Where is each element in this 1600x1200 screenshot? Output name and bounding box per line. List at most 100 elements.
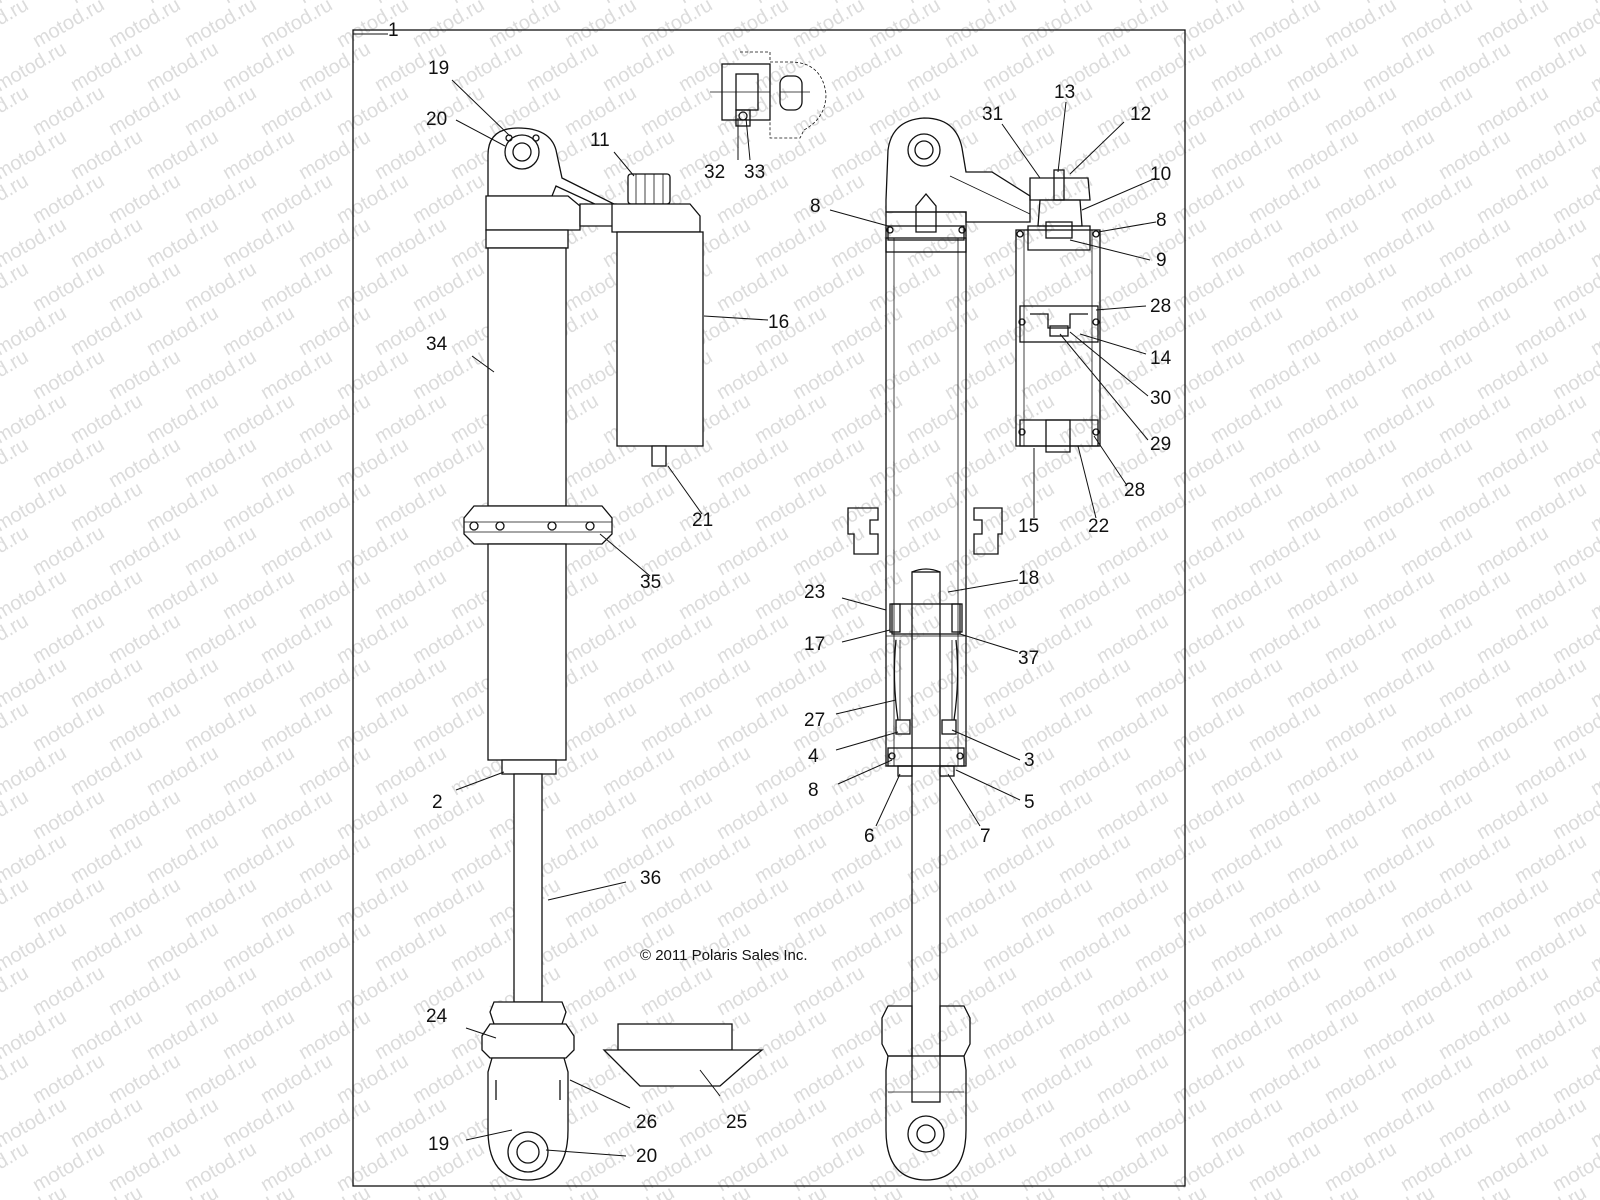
callout-2: 2 — [432, 792, 443, 813]
watermark-text: motod.ru — [1207, 742, 1286, 801]
watermark-text: motod.ru — [219, 126, 298, 185]
watermark-text: motod.ru — [1321, 1050, 1400, 1109]
watermark-text: motod.ru — [257, 610, 336, 669]
watermark-text: motod.ru — [1055, 566, 1134, 625]
watermark-text: motod.ru — [1359, 1094, 1438, 1153]
watermark-text: motod.ru — [751, 390, 830, 449]
watermark-text: motod.ru — [903, 1182, 982, 1200]
watermark-text: motod.ru — [67, 1094, 146, 1153]
watermark-text: motod.ru — [219, 302, 298, 361]
watermark-text: motod.ru — [599, 742, 678, 801]
watermark-text: motod.ru — [1321, 1138, 1400, 1197]
callout-23: 23 — [804, 582, 825, 603]
watermark-text: motod.ru — [0, 874, 32, 933]
watermark-text: motod.ru — [865, 786, 944, 845]
watermark-text: motod.ru — [143, 1094, 222, 1153]
watermark-text: motod.ru — [1435, 654, 1514, 713]
callout-4: 4 — [808, 746, 819, 767]
watermark-text: motod.ru — [599, 654, 678, 713]
watermark-text: motod.ru — [979, 830, 1058, 889]
watermark-text: motod.ru — [29, 82, 108, 141]
watermark-text: motod.ru — [1435, 1182, 1514, 1200]
watermark-text: motod.ru — [827, 1094, 906, 1153]
watermark-text: motod.ru — [181, 698, 260, 757]
watermark-text: motod.ru — [295, 566, 374, 625]
watermark-text: motod.ru — [1283, 1006, 1362, 1065]
watermark-text: motod.ru — [1587, 654, 1600, 713]
watermark-text: motod.ru — [181, 346, 260, 405]
watermark-text: motod.ru — [1131, 38, 1210, 97]
watermark-text: motod.ru — [1473, 698, 1552, 757]
watermark-text: motod.ru — [1207, 1182, 1286, 1200]
watermark-text: motod.ru — [523, 1182, 602, 1200]
watermark-text: motod.ru — [181, 434, 260, 493]
watermark-text: motod.ru — [675, 830, 754, 889]
watermark-text: motod.ru — [295, 214, 374, 273]
watermark-text: motod.ru — [409, 962, 488, 1021]
watermark-text: motod.ru — [333, 962, 412, 1021]
watermark-text: motod.ru — [903, 478, 982, 537]
watermark-text: motod.ru — [1321, 698, 1400, 757]
diagram-frame — [352, 29, 1186, 1187]
watermark-text: motod.ru — [903, 742, 982, 801]
watermark-text: motod.ru — [257, 434, 336, 493]
watermark-text: motod.ru — [0, 258, 32, 317]
watermark-text: motod.ru — [1169, 434, 1248, 493]
watermark-text: motod.ru — [1587, 390, 1600, 449]
watermark-text: motod.ru — [979, 302, 1058, 361]
watermark-text: motod.ru — [1435, 38, 1514, 97]
watermark-text: motod.ru — [1207, 126, 1286, 185]
watermark-text: motod.ru — [295, 742, 374, 801]
watermark-text: motod.ru — [865, 258, 944, 317]
watermark-text: motod.ru — [143, 390, 222, 449]
watermark-text: motod.ru — [1511, 38, 1590, 97]
watermark-text: motod.ru — [1359, 830, 1438, 889]
watermark-text: motod.ru — [181, 610, 260, 669]
watermark-text: motod.ru — [1359, 126, 1438, 185]
watermark-text: motod.ru — [1169, 170, 1248, 229]
watermark-text: motod.ru — [1587, 478, 1600, 537]
watermark-text: motod.ru — [1511, 830, 1590, 889]
watermark-text: motod.ru — [257, 962, 336, 1021]
watermark-text: motod.ru — [371, 214, 450, 273]
watermark-text: motod.ru — [1321, 170, 1400, 229]
watermark-text: motod.ru — [371, 478, 450, 537]
watermark-text: motod.ru — [1131, 654, 1210, 713]
watermark-text: motod.ru — [67, 214, 146, 273]
watermark-text: motod.ru — [1169, 698, 1248, 757]
watermark-text: motod.ru — [1283, 302, 1362, 361]
watermark-text: motod.ru — [1131, 742, 1210, 801]
exterior-shock-view — [463, 127, 764, 1181]
watermark-text: motod.ru — [1245, 1050, 1324, 1109]
watermark-text: motod.ru — [295, 390, 374, 449]
watermark-text: motod.ru — [1169, 962, 1248, 1021]
watermark-text: motod.ru — [29, 874, 108, 933]
watermark-text: motod.ru — [751, 654, 830, 713]
watermark-text: motod.ru — [1473, 258, 1552, 317]
watermark-text: motod.ru — [371, 830, 450, 889]
watermark-text: motod.ru — [637, 82, 716, 141]
watermark-text: motod.ru — [1093, 610, 1172, 669]
watermark-text: motod.ru — [409, 346, 488, 405]
watermark-text: motod.ru — [599, 566, 678, 625]
watermark-text: motod.ru — [143, 1006, 222, 1065]
watermark-text: motod.ru — [903, 38, 982, 97]
watermark-text: motod.ru — [1207, 918, 1286, 977]
watermark-text: motod.ru — [1283, 478, 1362, 537]
watermark-text: motod.ru — [1435, 918, 1514, 977]
watermark-text: motod.ru — [181, 522, 260, 581]
watermark-text: motod.ru — [1397, 786, 1476, 845]
watermark-text: motod.ru — [637, 786, 716, 845]
watermark-text: motod.ru — [1587, 38, 1600, 97]
watermark-text: motod.ru — [713, 258, 792, 317]
watermark-text: motod.ru — [1017, 1138, 1096, 1197]
watermark-text: motod.ru — [789, 434, 868, 493]
watermark-text: motod.ru — [789, 962, 868, 1021]
watermark-text: motod.ru — [67, 390, 146, 449]
watermark-text: motod.ru — [1131, 214, 1210, 273]
watermark-text: motod.ru — [0, 346, 32, 405]
callout-31: 31 — [982, 104, 1003, 125]
watermark-text: motod.ru — [865, 610, 944, 669]
watermark-text: motod.ru — [143, 742, 222, 801]
callout-37: 37 — [1018, 648, 1039, 669]
